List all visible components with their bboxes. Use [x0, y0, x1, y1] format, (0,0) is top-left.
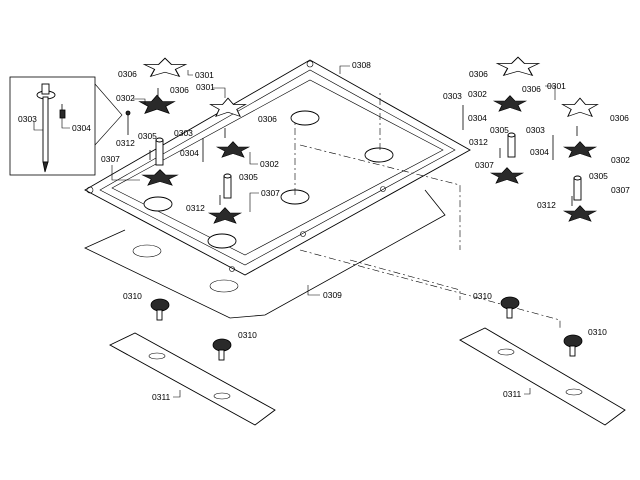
label-0309: 0309: [323, 290, 342, 300]
label-0307: 0307: [475, 160, 494, 170]
control-strip-left: [109, 332, 276, 426]
label-0312: 0312: [469, 137, 488, 147]
label-0312: 0312: [537, 200, 556, 210]
right-burner-group: 0306 0306 0301 0302 0303 0304 0305 0312 …: [443, 56, 630, 222]
top-plate-0308: 0308: [84, 59, 471, 276]
label-0306: 0306: [522, 84, 541, 94]
label-0307: 0307: [261, 188, 280, 198]
label-0310: 0310: [473, 291, 492, 301]
label-0301: 0301: [196, 82, 215, 92]
inset-frame: [9, 76, 96, 176]
right-valve-group: 0310 0310 0311: [459, 291, 626, 426]
label-0302: 0302: [611, 155, 630, 165]
label-0302: 0302: [468, 89, 487, 99]
label-0302: 0302: [260, 159, 279, 169]
label-0307: 0307: [611, 185, 630, 195]
label-0303: 0303: [526, 125, 545, 135]
bottom-panel-0309: 0309: [84, 189, 446, 319]
label-0304-inset: 0304: [72, 123, 91, 133]
alignment-line: [349, 259, 461, 300]
label-0310: 0310: [588, 327, 607, 337]
label-0306: 0306: [258, 114, 277, 124]
label-0305: 0305: [138, 131, 157, 141]
label-0308: 0308: [352, 60, 371, 70]
label-0305: 0305: [589, 171, 608, 181]
label-0310: 0310: [123, 291, 142, 301]
label-0306: 0306: [610, 113, 629, 123]
alignment-line: [299, 249, 561, 330]
label-0307: 0307: [101, 154, 120, 164]
electrode-detail-inset: 0303 0304: [9, 76, 123, 176]
label-0306: 0306: [118, 69, 137, 79]
label-0303-inset: 0303: [18, 114, 37, 124]
label-0305: 0305: [239, 172, 258, 182]
label-0304: 0304: [468, 113, 487, 123]
electrode-large: [36, 83, 56, 173]
label-0312: 0312: [116, 138, 135, 148]
label-0301: 0301: [547, 81, 566, 91]
label-0303: 0303: [174, 128, 193, 138]
label-0301: 0301: [195, 70, 214, 80]
screw-large: [59, 104, 66, 119]
left-valve-group: 0310 0310 0311: [109, 291, 276, 426]
label-0303: 0303: [443, 91, 462, 101]
label-0304: 0304: [530, 147, 549, 157]
label-0306: 0306: [469, 69, 488, 79]
label-0312: 0312: [186, 203, 205, 213]
label-0304: 0304: [180, 148, 199, 158]
label-0305: 0305: [490, 125, 509, 135]
label-0310: 0310: [238, 330, 257, 340]
label-0311: 0311: [503, 389, 522, 399]
control-strip-right: [459, 327, 626, 426]
label-0306: 0306: [170, 85, 189, 95]
inset-pointer: [94, 83, 123, 146]
label-0302: 0302: [116, 93, 135, 103]
left-burner-group: 0301 0306 0306 0302 0305 0312 0307 0301 …: [101, 57, 280, 224]
label-0311: 0311: [152, 392, 171, 402]
